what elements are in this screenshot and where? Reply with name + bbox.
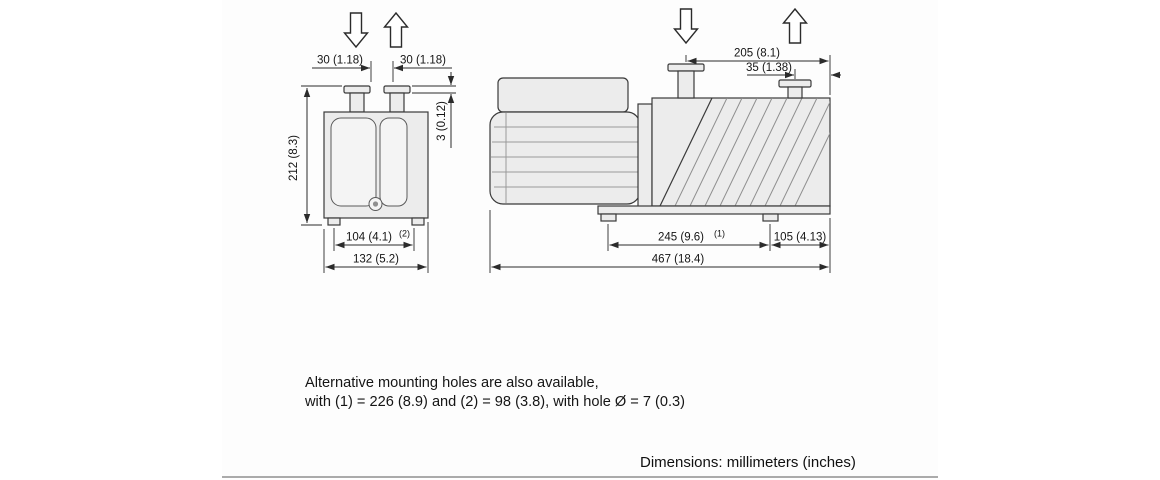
front-pump-outline xyxy=(323,85,429,226)
dim-front-width: 132 (5.2) xyxy=(353,254,399,266)
pump-hatching xyxy=(659,98,830,206)
front-exhaust-tube xyxy=(389,92,405,113)
dim-front-inlet-offset: 30 (1.18) xyxy=(317,55,363,67)
side-exhaust-tube xyxy=(787,86,803,99)
dim-side-mounting: 245 (9.6) xyxy=(658,232,704,244)
dim-front-height: 212 (8.3) xyxy=(288,135,300,181)
dim-front-mounting-note: (2) xyxy=(399,229,410,239)
mounting-notes-line2: with (1) = 226 (8.9) and (2) = 98 (3.8),… xyxy=(305,393,686,410)
side-inlet-tube xyxy=(677,70,695,99)
motor-fins xyxy=(491,113,639,203)
side-view: 205 (8.1) 35 (1.38) 245 (9.6) (1) 105 (4… xyxy=(489,7,841,273)
front-view: 30 (1.18) 30 (1.18) 3 (0.12) 212 (8.3) 1… xyxy=(288,11,456,273)
dim-front-flange-height: 3 (0.12) xyxy=(436,101,448,141)
front-inlet-arrow-icon xyxy=(343,12,369,49)
pump-module xyxy=(651,97,831,207)
side-dimensions: 205 (8.1) 35 (1.38) 245 (9.6) (1) 105 (4… xyxy=(489,48,841,273)
side-left-foot xyxy=(600,213,617,222)
terminal-box xyxy=(497,77,629,113)
side-exhaust-arrow-icon xyxy=(782,7,808,44)
side-inlet-arrow-icon xyxy=(673,8,699,45)
dim-front-exhaust-offset: 30 (1.18) xyxy=(400,55,446,67)
front-dimensions: 30 (1.18) 30 (1.18) 3 (0.12) 212 (8.3) 1… xyxy=(288,55,456,273)
front-exhaust-flange xyxy=(383,85,411,94)
sight-glass-center xyxy=(372,201,379,207)
side-inlet-flange xyxy=(667,63,705,72)
mounting-notes-line1: Alternative mounting holes are also avai… xyxy=(305,375,599,391)
dim-side-rear-offset: 105 (4.13) xyxy=(774,232,827,244)
front-right-foot xyxy=(411,217,425,226)
dim-front-mounting: 104 (4.1) xyxy=(346,232,392,244)
dim-side-mounting-note: (1) xyxy=(714,229,725,239)
front-inlet-flange xyxy=(343,85,371,94)
front-exhaust-arrow-icon xyxy=(383,11,409,48)
dim-side-exhaust-offset: 35 (1.38) xyxy=(746,62,792,74)
front-left-foot xyxy=(327,217,341,226)
front-inlet-tube xyxy=(349,92,365,113)
front-left-panel xyxy=(330,117,377,207)
motor-flange xyxy=(637,103,653,213)
motor xyxy=(489,111,641,205)
side-exhaust-flange xyxy=(778,79,812,88)
base-rail xyxy=(597,205,831,215)
dim-side-total-length: 467 (18.4) xyxy=(652,254,705,266)
dimensions-caption: Dimensions: millimeters (inches) xyxy=(640,454,856,471)
dim-side-top-length: 205 (8.1) xyxy=(734,48,780,60)
front-right-panel xyxy=(379,117,408,207)
side-pump-outline xyxy=(489,63,831,222)
side-right-foot xyxy=(762,213,779,222)
mounting-notes: Alternative mounting holes are also avai… xyxy=(305,374,685,411)
